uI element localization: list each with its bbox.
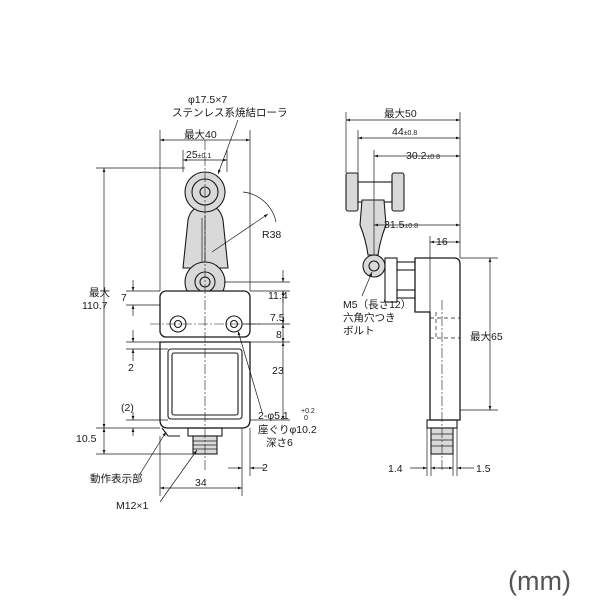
label-2-bottom: 2 <box>262 462 268 474</box>
roller-spec-leader <box>217 119 239 175</box>
label-16: 16 <box>436 236 448 248</box>
r38-leader <box>211 213 269 253</box>
label-max40: 最大40 <box>184 128 217 141</box>
label-44: 44±0.8 <box>392 126 417 138</box>
label-34: 34 <box>195 477 207 489</box>
side-lever-arm <box>359 199 387 256</box>
label-r38: R38 <box>262 229 281 241</box>
hole-leader <box>237 330 263 413</box>
label-bolt-1: M5（長さ12） <box>343 299 411 311</box>
label-depth: 深さ6 <box>266 437 293 449</box>
roller-spec-2: ステンレス系焼結ローラ <box>172 106 288 119</box>
bolt-leader <box>361 271 373 297</box>
label-m12: M12×1 <box>116 500 149 512</box>
label-10-5: 10.5 <box>76 433 97 445</box>
label-2-left: 2 <box>128 362 134 374</box>
indicator-leader <box>139 431 167 475</box>
side-head-stub <box>384 257 398 303</box>
side-roller-left <box>345 172 359 212</box>
label-max50: 最大50 <box>384 107 417 120</box>
label-paren2: (2) <box>121 402 134 414</box>
label-7: 7 <box>121 292 127 304</box>
side-roller-right <box>391 172 405 212</box>
label-110-7: 110.7 <box>82 300 108 312</box>
label-counterbore: 座ぐりφ10.2 <box>258 423 317 436</box>
side-roller-axle <box>357 181 393 203</box>
lever-arm <box>182 206 229 269</box>
label-30-2: 30.2±0.8 <box>406 150 440 162</box>
label-hole: 2-φ5.1 <box>258 410 289 422</box>
side-view: 最大50 44±0.8 30.2±0.8 31.5±0.8 16 M5（長さ12… <box>343 107 503 476</box>
side-pivot-bolt <box>368 260 380 272</box>
label-max: 最大 <box>89 286 110 299</box>
side-head-tab-1 <box>396 261 416 271</box>
side-pivot <box>362 254 386 278</box>
label-max65: 最大65 <box>470 330 503 343</box>
roller-spec-1: φ17.5×7 <box>188 94 227 106</box>
side-body <box>414 257 461 421</box>
label-31-5: 31.5±0.8 <box>384 219 418 231</box>
r38-arc <box>242 191 277 223</box>
label-7-5: 7.5 <box>270 312 285 324</box>
label-1-5: 1.5 <box>476 463 491 475</box>
label-25: 25±0.1 <box>186 149 211 161</box>
unit-label: (mm) <box>508 566 571 596</box>
side-head-tab-2 <box>396 289 416 299</box>
label-hole-tol-plus: +0.2 <box>301 408 315 415</box>
label-8: 8 <box>276 329 282 341</box>
label-indicator: 動作表示部 <box>90 472 143 485</box>
label-bolt-2: 六角穴つき <box>343 311 396 324</box>
label-bolt-3: ボルト <box>343 325 375 337</box>
indicator-lens <box>161 427 180 437</box>
m12-leader <box>159 449 198 503</box>
label-23: 23 <box>272 365 284 377</box>
label-11-4: 11.4 <box>268 290 288 302</box>
label-1-4: 1.4 <box>388 463 403 475</box>
front-view: φ17.5×7 ステンレス系焼結ローラ 最大40 25±0.1 R38 最大 1… <box>76 94 317 512</box>
label-hole-tol-zero: 0 <box>304 415 308 422</box>
